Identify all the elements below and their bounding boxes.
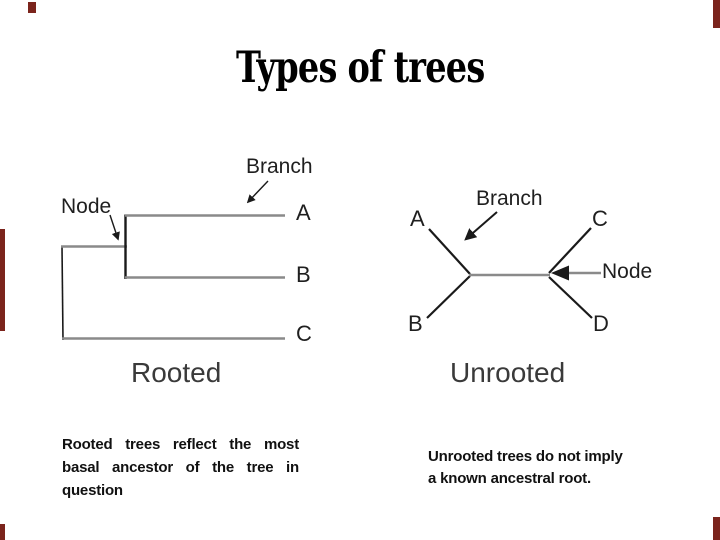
edge-artifact-bottom-left [0, 524, 5, 540]
unrooted-branch-arrow [464, 211, 498, 241]
rooted-node-label: Node [61, 195, 112, 218]
unrooted-branch-b-line [426, 275, 471, 319]
rooted-node-arrow [109, 214, 120, 241]
edge-artifact-bottom-right [713, 517, 720, 540]
rooted-description: Rooted trees reflect the most basal ance… [62, 433, 299, 502]
edge-artifact-right-top [713, 0, 720, 28]
rooted-branch-label: Branch [246, 155, 313, 178]
edge-artifact-top-left [28, 2, 36, 13]
rooted-description-line: basal ancestor of the tree in [62, 459, 299, 476]
unrooted-branch-d-line [548, 276, 593, 319]
rooted-caption: Rooted [131, 357, 222, 388]
edge-artifact-left-middle [0, 229, 5, 331]
rooted-description-line: Rooted trees reflect the most [62, 436, 299, 453]
unrooted-description-line: Unrooted trees do not imply [428, 448, 623, 465]
unrooted-branch-label: Branch [476, 187, 543, 210]
rooted-root-vertical-line [61, 246, 64, 341]
unrooted-node-label: Node [602, 260, 653, 283]
rooted-description-line: question [62, 482, 123, 499]
unrooted-tip-d-label: D [593, 311, 609, 336]
unrooted-description-line: a known ancestral root. [428, 470, 591, 487]
unrooted-tip-a-label: A [410, 206, 425, 231]
unrooted-description: Unrooted trees do not imply a known ance… [428, 446, 648, 490]
rooted-branch-arrow [246, 180, 269, 204]
slide-title: Types of trees [235, 43, 485, 93]
unrooted-branch-c-line [548, 227, 592, 274]
rooted-tip-b-label: B [296, 262, 311, 287]
unrooted-tip-c-label: C [592, 206, 608, 231]
slide-title-row: Types of trees [0, 36, 720, 100]
unrooted-caption: Unrooted [450, 357, 566, 388]
rooted-tip-a-label: A [296, 200, 311, 225]
rooted-tip-c-label: C [296, 321, 312, 346]
unrooted-tip-b-label: B [408, 311, 423, 336]
unrooted-branch-a-line [428, 228, 471, 275]
unrooted-node-arrowhead [551, 265, 569, 281]
